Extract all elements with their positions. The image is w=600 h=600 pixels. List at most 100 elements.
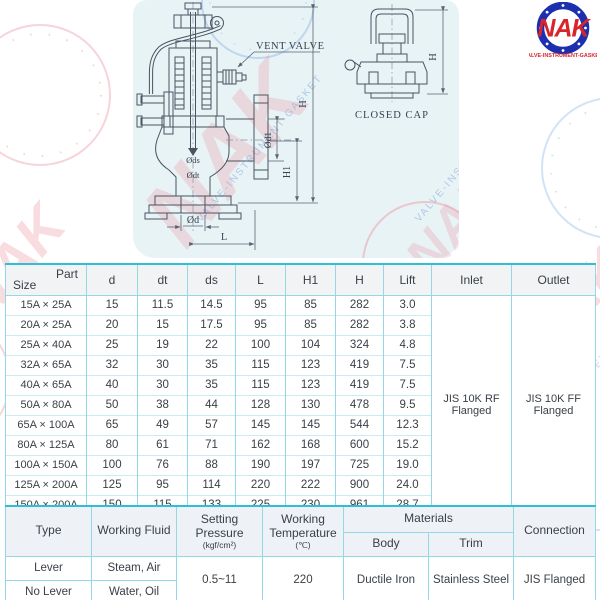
cell-h1: 123 bbox=[285, 355, 336, 376]
corner-size-label: Size bbox=[13, 278, 37, 292]
cell-h: 478 bbox=[335, 395, 384, 416]
cell-size: 32A × 65A bbox=[5, 355, 87, 376]
spec-table: Part Size d dt ds L H1 H Lift Inlet Outl… bbox=[5, 263, 596, 517]
spec-row: 100A × 150A 100 76 88 190 197 725 19.0 bbox=[5, 455, 596, 476]
dim-d1-label: Ød1 bbox=[264, 132, 274, 149]
cell-ds: 17.5 bbox=[187, 315, 236, 336]
cell-l: 100 bbox=[235, 335, 286, 356]
cell-inlet: JIS 10K RF Flanged bbox=[431, 295, 512, 516]
valve-cross-section bbox=[136, 2, 292, 233]
cell-ds: 114 bbox=[187, 475, 236, 496]
col-header-outlet: Outlet bbox=[511, 264, 596, 296]
col-header-ds: ds bbox=[187, 264, 236, 296]
info-row: No Lever Water, Oil bbox=[5, 579, 596, 600]
cell-ds: 22 bbox=[187, 335, 236, 356]
col-header-h1: H1 bbox=[285, 264, 336, 296]
dim-h1-label: H1 bbox=[282, 166, 293, 178]
cell-lift: 24.0 bbox=[383, 475, 432, 496]
cell-d: 40 bbox=[86, 375, 138, 396]
cell-l: 162 bbox=[235, 435, 286, 456]
cell-size: 65A × 100A bbox=[5, 415, 87, 436]
cell-h: 900 bbox=[335, 475, 384, 496]
cell-dt: 11.5 bbox=[137, 295, 188, 316]
info-header-row: Type Working Fluid Setting Pressure (kgf… bbox=[5, 505, 596, 557]
cell-d: 100 bbox=[86, 455, 138, 476]
cell-dt: 30 bbox=[137, 375, 188, 396]
materials-header: Materials bbox=[343, 505, 514, 533]
cell-dt: 61 bbox=[137, 435, 188, 456]
cell-d: 80 bbox=[86, 435, 138, 456]
cell-size: 50A × 80A bbox=[5, 395, 87, 416]
cell-d: 32 bbox=[86, 355, 138, 376]
cell-dt: 30 bbox=[137, 355, 188, 376]
cell-h: 282 bbox=[335, 315, 384, 336]
cell-ds: 88 bbox=[187, 455, 236, 476]
cell-h: 544 bbox=[335, 415, 384, 436]
col-header-l: L bbox=[235, 264, 286, 296]
cell-dt: 49 bbox=[137, 415, 188, 436]
setting-pressure-header: Setting Pressure (kgf/cm²) bbox=[176, 505, 263, 557]
cell-type: Lever bbox=[5, 555, 92, 581]
col-header-lift: Lift bbox=[383, 264, 432, 296]
cell-lift: 15.2 bbox=[383, 435, 432, 456]
cell-ds: 44 bbox=[187, 395, 236, 416]
cell-pressure: 0.5~11 bbox=[176, 555, 263, 600]
cell-ds: 71 bbox=[187, 435, 236, 456]
cell-lift: 3.0 bbox=[383, 295, 432, 316]
cell-h1: 104 bbox=[285, 335, 336, 356]
cell-fluid: Steam, Air bbox=[91, 555, 177, 581]
cell-fluid: Water, Oil bbox=[91, 579, 177, 600]
cell-h: 419 bbox=[335, 375, 384, 396]
cell-dt: 15 bbox=[137, 315, 188, 336]
cell-connection: JIS Flanged bbox=[513, 555, 596, 600]
spec-row: 32A × 65A 32 30 35 115 123 419 7.5 bbox=[5, 355, 596, 376]
cell-d: 50 bbox=[86, 395, 138, 416]
cell-body-material: Ductile Iron bbox=[343, 555, 429, 600]
cell-dt: 19 bbox=[137, 335, 188, 356]
info-subheader-row: Body Trim bbox=[6, 531, 596, 557]
spec-header-row: Part Size d dt ds L H1 H Lift Inlet Outl… bbox=[5, 264, 596, 296]
cell-lift: 7.5 bbox=[383, 375, 432, 396]
nak-logo-text: NAK bbox=[537, 15, 591, 43]
dim-dt-label: Ødt bbox=[187, 170, 200, 180]
nak-logo-tagline: VALVE-INSTRUMENT-GASKET bbox=[529, 53, 597, 59]
cell-l: 115 bbox=[235, 375, 286, 396]
col-header-inlet: Inlet bbox=[431, 264, 512, 296]
cell-l: 128 bbox=[235, 395, 286, 416]
cell-l: 190 bbox=[235, 455, 286, 476]
vent-valve-label: VENT VALVE bbox=[256, 41, 325, 52]
cell-lift: 3.8 bbox=[383, 315, 432, 336]
cell-dt: 95 bbox=[137, 475, 188, 496]
cell-lift: 4.8 bbox=[383, 335, 432, 356]
cell-dt: 38 bbox=[137, 395, 188, 416]
type-header: Type bbox=[5, 505, 92, 557]
cell-l: 145 bbox=[235, 415, 286, 436]
cell-lift: 9.5 bbox=[383, 395, 432, 416]
cell-h: 282 bbox=[335, 295, 384, 316]
cell-d: 20 bbox=[86, 315, 138, 336]
corner-part-label: Part bbox=[55, 267, 78, 281]
cell-h1: 130 bbox=[285, 395, 336, 416]
cell-temperature: 220 bbox=[262, 555, 344, 600]
info-table: Type Working Fluid Setting Pressure (kgf… bbox=[5, 505, 596, 600]
setting-pressure-label: Setting Pressure bbox=[195, 511, 244, 540]
working-fluid-header: Working Fluid bbox=[91, 505, 177, 557]
cell-outlet: JIS 10K FF Flanged bbox=[511, 295, 596, 516]
dim-ds-label: Øds bbox=[186, 155, 200, 165]
cell-lift: 7.5 bbox=[383, 355, 432, 376]
cell-d: 65 bbox=[86, 415, 138, 436]
cell-h1: 168 bbox=[285, 435, 336, 456]
col-header-dt: dt bbox=[137, 264, 188, 296]
cell-size: 15A × 25A bbox=[5, 295, 87, 316]
cell-h1: 85 bbox=[285, 315, 336, 336]
cell-type: No Lever bbox=[5, 579, 92, 600]
cell-h1: 85 bbox=[285, 295, 336, 316]
cell-size: 100A × 150A bbox=[5, 455, 87, 476]
cell-size: 25A × 40A bbox=[5, 335, 87, 356]
valve-technical-drawing: NAK NAK VALVE-INSTRUMENT-GASKET VALVE-IN… bbox=[133, 0, 459, 258]
cell-h1: 222 bbox=[285, 475, 336, 496]
cell-ds: 35 bbox=[187, 355, 236, 376]
cap-dim-h-label: H bbox=[428, 53, 439, 61]
drawing-labels: VENT VALVE CLOSED CAP H H1 Ød1 Ød L Øds … bbox=[186, 41, 439, 243]
